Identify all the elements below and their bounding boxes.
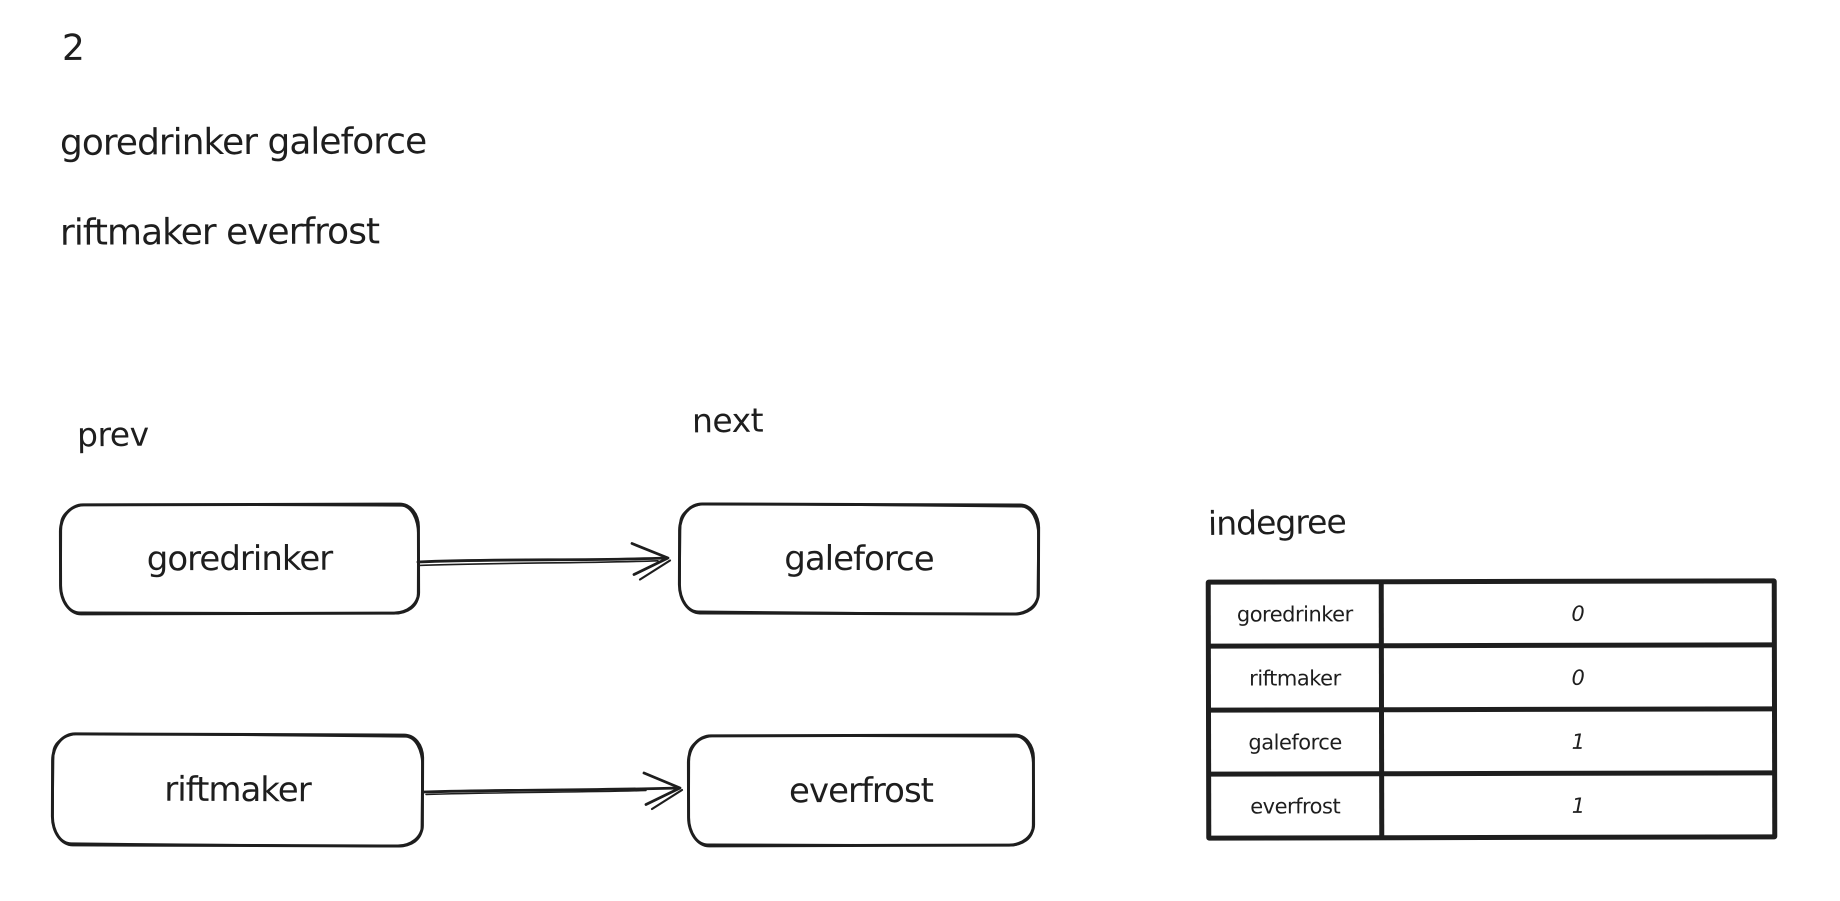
node-galeforce-label: galeforce <box>784 538 934 580</box>
indegree-table[interactable]: goredrinker 0 riftmaker 0 galeforce 1 ev… <box>1205 578 1778 841</box>
node-goredrinker[interactable]: goredrinker <box>58 502 421 616</box>
note-count[interactable]: 2 <box>61 27 84 70</box>
node-everfrost-label: everfrost <box>788 770 934 811</box>
node-galeforce[interactable]: galeforce <box>677 502 1041 616</box>
indegree-row-galeforce-value: 1 <box>1384 711 1773 772</box>
arrow-riftmaker-to-everfrost[interactable] <box>416 764 692 814</box>
node-goredrinker-label: goredrinker <box>146 538 333 580</box>
note-edge-goredrinker-galeforce[interactable]: goredrinker galeforce <box>59 121 427 164</box>
indegree-row-everfrost-key: everfrost <box>1211 776 1380 836</box>
indegree-row-everfrost-value: 1 <box>1384 775 1773 836</box>
note-edge-riftmaker-everfrost[interactable]: riftmaker everfrost <box>59 211 380 254</box>
indegree-title[interactable]: indegree <box>1207 502 1346 543</box>
arrow-goredrinker-to-galeforce[interactable] <box>412 536 688 586</box>
indegree-row-riftmaker-key: riftmaker <box>1210 648 1379 708</box>
node-everfrost[interactable]: everfrost <box>686 733 1036 848</box>
next-column-label[interactable]: next <box>691 400 764 441</box>
indegree-row-galeforce-key: galeforce <box>1211 712 1380 772</box>
indegree-row-riftmaker-value: 0 <box>1383 647 1772 708</box>
prev-column-label[interactable]: prev <box>76 414 149 455</box>
node-riftmaker-label: riftmaker <box>164 769 311 811</box>
indegree-row-goredrinker-key: goredrinker <box>1210 584 1379 644</box>
node-riftmaker[interactable]: riftmaker <box>50 732 425 848</box>
indegree-row-goredrinker-value: 0 <box>1383 583 1772 644</box>
